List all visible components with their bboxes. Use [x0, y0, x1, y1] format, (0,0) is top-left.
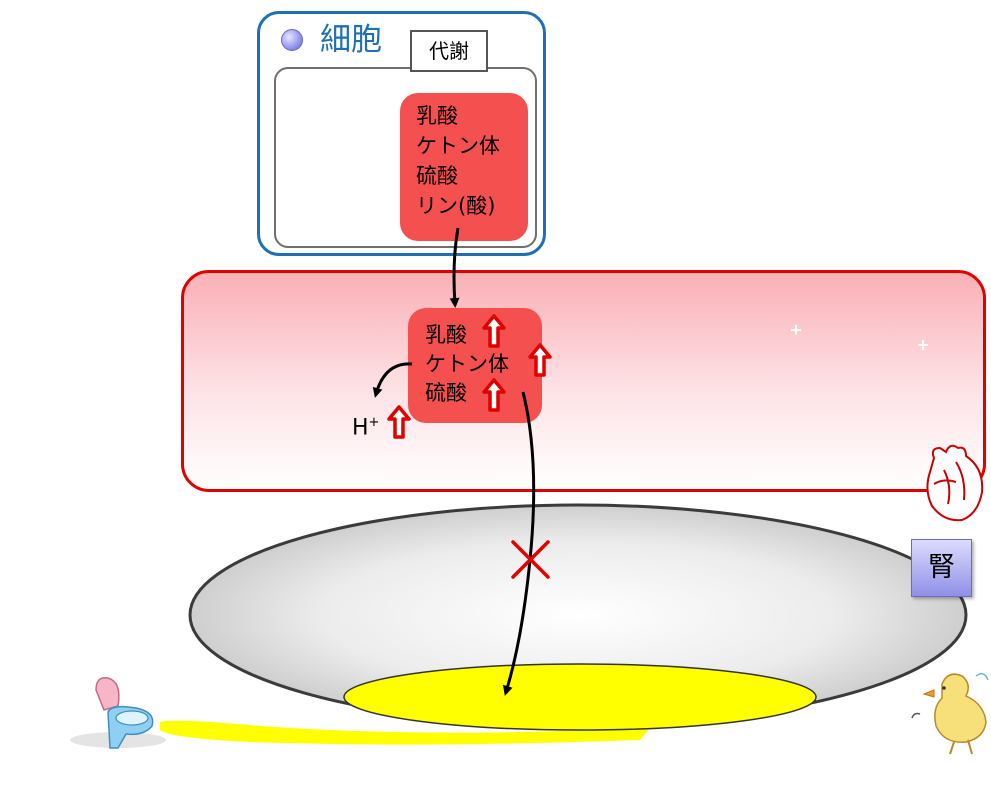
excretion-arrow	[502, 391, 536, 696]
cell-acid-ketone: ケトン体	[416, 134, 500, 158]
proton-charge: +	[368, 415, 380, 430]
cell-acid-sulfuric: 硫酸	[416, 164, 458, 188]
cell-title: 細胞	[320, 22, 382, 58]
blood-acid-lactic: 乳酸	[425, 323, 467, 347]
proton-symbol: H	[352, 415, 369, 441]
blood-acid-ketone: ケトン体	[425, 352, 509, 376]
cell-acid-phosphoric: リン(酸)	[416, 194, 496, 218]
sparkle-icon	[791, 325, 928, 350]
urine-stream	[160, 720, 650, 745]
blocked-x-icon	[511, 540, 550, 579]
blood-acid-sulfuric: 硫酸	[425, 381, 467, 405]
chick-icon	[911, 673, 989, 755]
metabolism-label: 代謝	[410, 30, 488, 72]
up-arrow-icon	[482, 314, 506, 348]
toilet-icon	[70, 677, 166, 749]
up-arrow-icon	[482, 378, 506, 412]
heart-icon	[926, 444, 984, 522]
up-arrow-icon	[387, 405, 411, 439]
cell-acid-lactic: 乳酸	[416, 104, 458, 128]
transport-arrow	[449, 227, 460, 308]
cell-acid-box: 乳酸 ケトン体 硫酸 リン(酸)	[400, 93, 528, 241]
urine-pool	[343, 663, 817, 731]
kidney-label: 腎	[911, 539, 972, 597]
up-arrow-icon	[528, 343, 552, 377]
proton-label: H+	[352, 410, 379, 441]
blood-compartment	[181, 270, 986, 492]
blood-acid-box: 乳酸 ケトン体 硫酸	[408, 308, 542, 423]
cell-bullet-icon	[281, 29, 303, 51]
proton-release-arrow	[372, 362, 413, 398]
